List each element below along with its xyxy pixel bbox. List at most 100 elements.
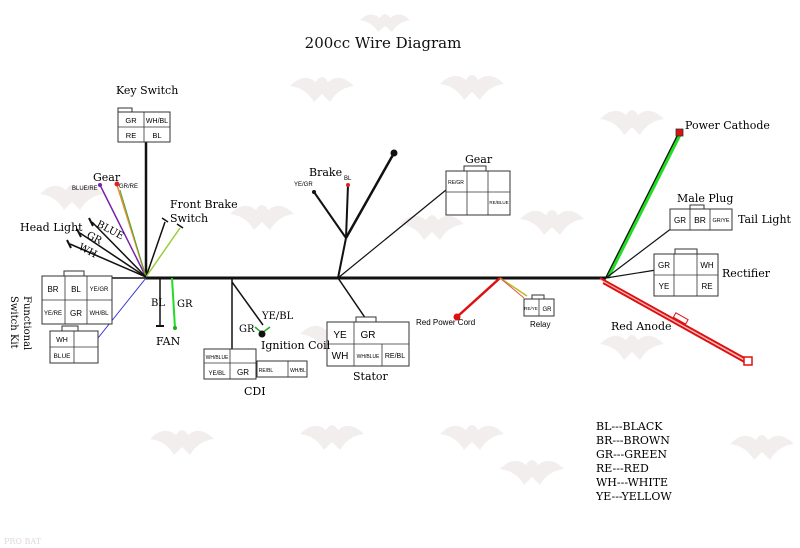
legend-item: YE---YELLOW	[595, 490, 672, 503]
key-switch-label: Key Switch	[116, 84, 178, 97]
rectifier-pin-4: RE	[701, 282, 712, 291]
relay-wire-yellow	[499, 277, 528, 297]
cdi-pin-3: GR	[237, 368, 249, 377]
gear-wire-green	[119, 189, 147, 278]
rectifier-wire	[605, 269, 657, 279]
gear-right-pin-2: RE/BLUE	[489, 200, 508, 205]
rectifier-pin-2: WH	[700, 261, 714, 270]
power-cathode-label: Power Cathode	[685, 119, 770, 132]
red-power-cord-label: Red Power Cord	[416, 318, 475, 327]
headlight-wire-2	[79, 232, 147, 278]
male-plug-wire	[605, 227, 673, 279]
fan-label: FAN	[156, 335, 181, 348]
front-brake-label-1: Front Brake	[170, 198, 238, 211]
cdi-label: CDI	[244, 385, 266, 398]
stator-pin-2: GR	[361, 330, 376, 341]
stator-pin-3: WH	[332, 351, 349, 362]
bat-watermark-icon	[300, 425, 364, 450]
red-power-cord-terminal	[453, 313, 461, 321]
ignition-coil-label: Ignition Coil	[261, 339, 331, 352]
rectifier-pin-1: GR	[658, 261, 670, 270]
functional-switch-blue-wire	[97, 277, 147, 339]
brake-bl-terminal	[346, 183, 350, 187]
fan-wire-green	[171, 277, 176, 329]
gear-gr-re-label: GR/RE	[119, 184, 138, 190]
brake-ye-gr-label: YE/GR	[294, 182, 313, 188]
gear-right-connector: RE/GR RE/BLUE	[445, 165, 511, 216]
key-switch-pin-3: RE	[126, 131, 136, 140]
front-brake-wire-2	[145, 227, 181, 278]
functional-pin-1: BR	[47, 285, 58, 294]
bat-watermark-icon	[600, 110, 664, 135]
cdi-right-pin-2: WH/BL	[290, 368, 306, 374]
key-switch-pin-4: BL	[152, 131, 161, 140]
stator-connector: YE GR WH WH/BLUE RE/BL	[326, 316, 410, 367]
gear-wire-purple	[99, 184, 147, 278]
power-cathode-wire-green	[606, 134, 682, 279]
stator-pin-4: WH/BLUE	[357, 354, 380, 360]
red-power-cord-wire	[457, 277, 501, 317]
head-light-label: Head Light	[20, 221, 83, 234]
cdi-pin-2: YE/BL	[208, 371, 226, 377]
rectifier-connector: GR WH YE RE	[653, 248, 719, 297]
functional-pin-2: BL	[71, 285, 81, 294]
brake-wire-ye-gr	[313, 191, 347, 239]
bat-watermark-icon	[440, 75, 504, 100]
bat-watermark-icon	[360, 14, 410, 32]
headlight-terminals	[66, 217, 94, 249]
gear-left-label: Gear	[93, 171, 121, 184]
functional-switch-connector-bottom: WH BLUE	[49, 325, 99, 364]
male-plug-pin-3: GR/YE	[712, 218, 729, 224]
key-switch-pin-1: GR	[125, 116, 137, 125]
gear-gr-re-terminal	[114, 181, 120, 187]
red-anode-terminal	[743, 356, 753, 366]
rectifier-label: Rectifier	[722, 267, 771, 280]
legend-item: BR---BROWN	[596, 434, 670, 447]
functional-bottom-pin-2: BLUE	[54, 353, 72, 360]
bat-watermark-icon	[600, 335, 664, 360]
gear-right-pin-1: RE/GR	[448, 180, 464, 186]
relay-connector: RE/YE GR	[523, 294, 555, 317]
functional-label-1: Functional	[21, 296, 32, 350]
cdi-connector-left: WH/BLUE YE/BL GR	[203, 348, 257, 380]
rectifier-pin-3: YE	[659, 282, 670, 291]
legend-item: RE---RED	[596, 462, 649, 475]
functional-pin-3: YE/GR	[90, 287, 109, 293]
gear-right-wire	[337, 189, 447, 279]
functional-pin-6: WH/BL	[89, 311, 109, 317]
brake-ye-gr-terminal	[312, 190, 316, 194]
brake-wire-main	[337, 237, 347, 279]
functional-bottom-pin-1: WH	[56, 337, 68, 344]
cdi-right-pin-1: RE/BL	[259, 368, 274, 374]
relay-wire-red	[499, 277, 525, 299]
brake-black-terminal	[390, 149, 398, 157]
brake-wire-bl	[345, 184, 349, 239]
bat-watermark-icon	[440, 425, 504, 450]
key-switch-connector: GR WH/BL RE BL	[117, 107, 171, 143]
fan-bl-label: BL	[151, 298, 165, 309]
front-brake-terminal	[161, 217, 184, 229]
fan-green-terminal	[173, 326, 177, 330]
wire-color-legend: BL---BLACK BR---BROWN GR---GREEN RE---RE…	[595, 420, 672, 503]
relay-pin-1: RE/YE	[524, 306, 538, 311]
functional-switch-connector-top: BR BL YE/GR YE/RE GR WH/BL	[41, 270, 113, 325]
brake-label: Brake	[309, 166, 342, 179]
ic-gr-label: GR	[239, 324, 255, 335]
headlight-wire-1	[91, 221, 147, 278]
bat-watermark-icon	[500, 460, 564, 485]
male-plug-connector: GR BR GR/YE	[669, 204, 733, 231]
stator-pin-1: YE	[333, 330, 347, 341]
male-plug-pin-1: GR	[674, 216, 686, 225]
front-brake-label-2: Switch	[170, 212, 208, 225]
power-cathode-wire-black	[605, 134, 679, 279]
stator-label: Stator	[353, 370, 389, 383]
functional-pin-5: GR	[70, 309, 82, 318]
tail-light-label: Tail Light	[738, 213, 792, 226]
brake-bl-label: BL	[344, 176, 352, 182]
legend-item: WH---WHITE	[596, 476, 668, 489]
watermark-layer	[40, 14, 794, 485]
power-cathode-terminal	[675, 128, 684, 137]
bat-watermark-icon	[40, 185, 104, 210]
legend-item: GR---GREEN	[596, 448, 667, 461]
